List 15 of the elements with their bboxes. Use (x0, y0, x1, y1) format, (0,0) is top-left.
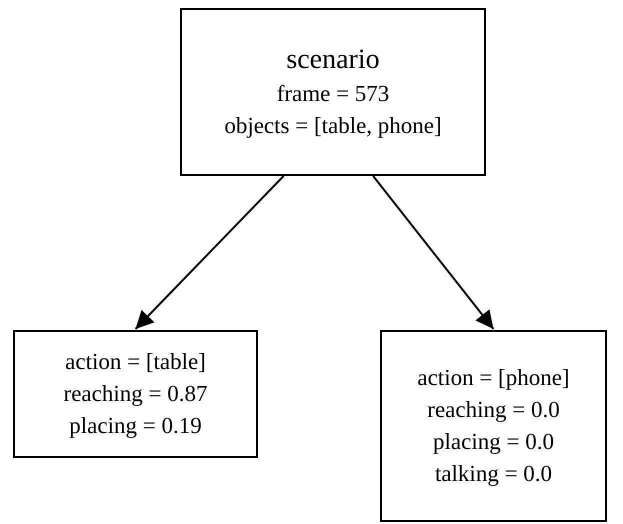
process-box (180, 8, 486, 176)
node-text: placing = 0.19 (69, 412, 202, 440)
node-text: reaching = 0.0 (427, 396, 560, 424)
arrow (372, 175, 494, 330)
node-text: frame = 573 (276, 80, 390, 108)
process-box (13, 330, 258, 458)
node-text: talking = 0.0 (434, 460, 552, 488)
node-text: action = [table] (65, 348, 206, 376)
node-text: objects = [table, phone] (224, 112, 442, 140)
node-text: placing = 0.0 (433, 428, 554, 456)
node-text: action = [phone] (417, 364, 570, 392)
node-text: reaching = 0.87 (64, 380, 208, 408)
arrow (134, 175, 284, 330)
node-title: scenario (286, 43, 380, 77)
process-box (380, 330, 607, 522)
